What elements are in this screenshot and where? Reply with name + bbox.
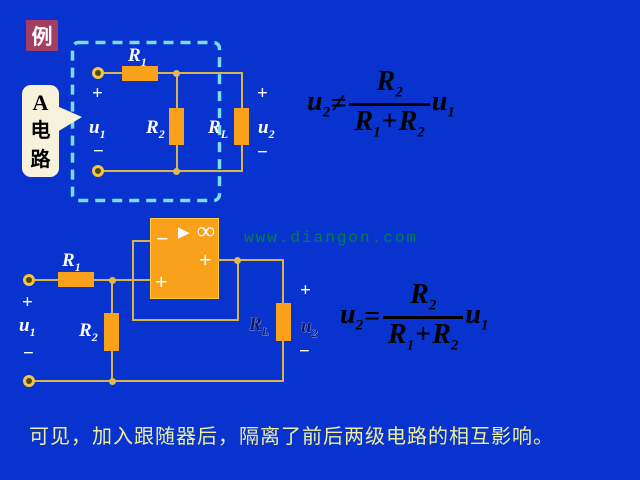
formula-lhs: u2 [307,85,331,121]
formula-rhs: u1 [465,298,489,334]
opamp-inverting-input-label: − [156,226,169,251]
terminal [23,375,35,387]
fraction-bar [383,315,464,319]
label-base: R [146,117,159,138]
label-sub: 1 [99,126,106,141]
resistor-rl-top [234,108,249,145]
label-base: u [258,117,269,138]
label-base: u [301,316,312,337]
example-badge-text: 例 [31,25,53,49]
callout-line: 电 [30,119,51,142]
formula-unequal: u2 ≠ R2 R1+R2 u1 [307,68,455,140]
example-badge: 例 [26,20,58,51]
relation-symbol: ≠ [331,88,347,120]
junction-dot [109,378,116,385]
formula-rhs: u1 [431,85,455,121]
label-sub: 2 [91,329,98,344]
label-sub: 1 [140,54,147,69]
label-base: u [89,117,100,138]
label-base: R [249,314,262,335]
fraction-numerator: R2 [410,279,437,314]
callout-pointer [57,106,82,132]
label-plus-right-bottom: + [300,280,311,301]
circuit-a-callout: A 电 路 [22,85,59,177]
callout-line: A [32,89,49,115]
opamp-block [150,218,219,299]
fraction: R2 R1+R2 [349,66,430,141]
terminal [23,274,35,286]
label-plus-left-top: + [92,83,103,104]
label-u2-bottom: u2 [301,317,318,339]
terminal [92,67,104,79]
label-minus-left-bottom: − [23,343,34,364]
junction-dot [234,257,241,264]
label-base: u [19,315,30,336]
watermark-text: www.diangon.com [244,229,419,247]
label-u2-top: u2 [258,118,275,140]
label-rl-top: RL [208,118,228,140]
fraction: R2 R1+R2 [383,279,464,354]
label-sub: 2 [158,126,165,141]
resistor-r1-top [122,66,158,81]
label-plus-right-top: + [257,83,268,104]
label-sub: L [220,126,229,141]
fraction-bar [349,102,430,106]
wire [132,240,150,242]
label-sub: 2 [268,126,275,141]
wire [103,72,242,74]
label-sub: 2 [311,325,318,340]
label-rl-bottom: RL [249,315,269,337]
formula-lhs: u2 [340,298,364,334]
label-base: R [208,117,221,138]
conclusion-text: 可见，加入跟随器后，隔离了前后两级电路的相互影响。 [29,426,554,448]
label-minus-right-top: − [257,142,268,163]
wire [237,259,239,321]
relation-symbol: = [364,301,381,333]
label-sub: 1 [29,324,36,339]
label-r1-top: R1 [128,46,147,68]
opamp-infinity-gain-label: ∞ [197,218,215,245]
opamp-noninverting-input-label: + [155,269,168,294]
label-base: R [79,320,92,341]
fraction-denominator: R1+R2 [354,105,425,141]
fraction-denominator: R1+R2 [388,318,459,354]
label-sub: 1 [74,259,81,274]
fraction-numerator: R2 [376,66,403,101]
resistor-r2-bottom [104,313,119,351]
label-minus-right-bottom: − [299,341,310,362]
label-r1-bottom: R1 [62,251,81,273]
label-plus-left-bottom: + [22,292,33,313]
junction-dot [173,168,180,175]
resistor-r1-bottom [58,272,94,287]
opamp-output-plus-label: + [199,247,212,272]
wire [132,319,239,321]
label-base: R [128,45,141,66]
junction-dot [109,277,116,284]
label-r2-bottom: R2 [79,321,98,343]
label-r2-top: R2 [146,118,165,140]
label-u1-bottom: u1 [19,316,36,338]
junction-dot [173,70,180,77]
formula-equal: u2 = R2 R1+R2 u1 [340,281,488,353]
terminal [92,165,104,177]
opamp-triangle-icon: ▶ [178,223,190,241]
wire [132,240,134,321]
callout-line: 路 [30,148,51,171]
wire [103,170,242,172]
label-u1-top: u1 [89,118,106,140]
resistor-rl-bottom [276,303,291,341]
resistor-r2-top [169,108,184,145]
label-minus-left-top: − [93,141,104,162]
wire [34,380,283,382]
wire [218,259,284,261]
label-sub: L [261,323,270,338]
label-base: R [62,250,75,271]
